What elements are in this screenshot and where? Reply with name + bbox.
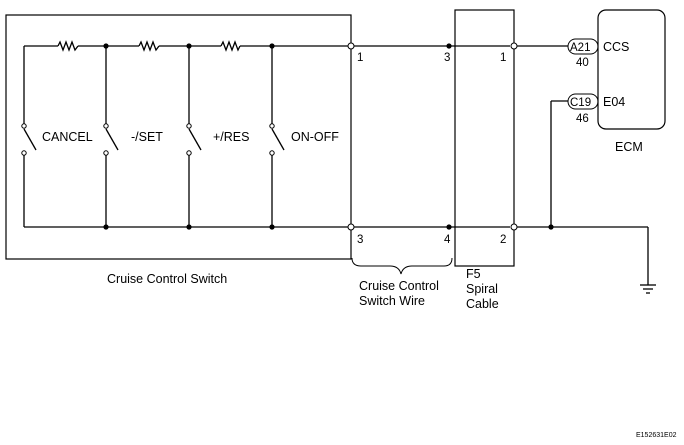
switch-branch-cancel [21, 46, 37, 227]
switch-pin-top: 1 [357, 52, 363, 64]
terminal-icon [510, 42, 518, 50]
resistor-icon [220, 40, 241, 52]
spiral-pin-bottom: 2 [500, 234, 506, 246]
switch-branch-res [186, 46, 202, 227]
switch-icon [105, 128, 119, 151]
junction-dot-icon [269, 43, 275, 49]
junction-dot-icon [103, 224, 109, 230]
ecm-pin-46: 46 [576, 113, 589, 125]
switch-label-onoff: ON-OFF [291, 130, 339, 144]
resistor-icon [138, 40, 160, 52]
connector-a21-label: A21 [570, 42, 590, 54]
junction-dot-icon [446, 224, 452, 230]
cruise-control-switch-title: Cruise Control Switch [107, 272, 227, 286]
switch-label-res: +/RES [213, 130, 249, 144]
switch-label-set: -/SET [131, 130, 163, 144]
terminal-icon [347, 42, 355, 50]
spiral-cable-label-line2: Spiral [466, 282, 498, 296]
ecm-pin-40: 40 [576, 57, 589, 69]
switch-branch-set [103, 46, 119, 227]
spiral-cable-label-line1: F5 [466, 267, 481, 281]
spiral-pin-top: 1 [500, 52, 506, 64]
junction-dot-icon [446, 43, 452, 49]
terminal-icon [347, 223, 355, 231]
switch-wire-label-line1: Cruise Control [359, 279, 439, 293]
junction-dot-icon [186, 224, 192, 230]
switch-pin-bottom: 3 [357, 234, 363, 246]
resistor-icon [57, 40, 79, 52]
switch-label-cancel: CANCEL [42, 130, 93, 144]
switch-branch-onoff [269, 46, 285, 227]
connector-a21-bubble [567, 38, 599, 55]
switch-icon [188, 128, 202, 151]
ground-icon [640, 284, 656, 294]
junction-dot-icon [269, 224, 275, 230]
wire-pin-bottom: 4 [444, 234, 451, 246]
connector-c19-label: C19 [570, 97, 591, 109]
connector-c19-bubble [567, 93, 599, 110]
ground-circuit [550, 100, 649, 285]
junction-dot-icon [186, 43, 192, 49]
signal-ccs-label: CCS [603, 40, 629, 54]
cruise-control-switch-box [5, 14, 352, 260]
switch-icon [271, 128, 285, 151]
switch-wire-bracket [351, 257, 453, 275]
signal-e04-label: E04 [603, 95, 625, 109]
spiral-cable-box [454, 9, 515, 267]
spiral-cable-label-line3: Cable [466, 297, 499, 311]
junction-dot-icon [103, 43, 109, 49]
switch-wire-label-line2: Switch Wire [359, 294, 425, 308]
terminal-icon [510, 223, 518, 231]
ecm-label: ECM [615, 140, 643, 154]
wire-pin-top: 3 [444, 52, 450, 64]
switch-icon [23, 128, 37, 151]
figure-code: E152631E02 [636, 432, 677, 439]
ecm-box [597, 9, 666, 130]
